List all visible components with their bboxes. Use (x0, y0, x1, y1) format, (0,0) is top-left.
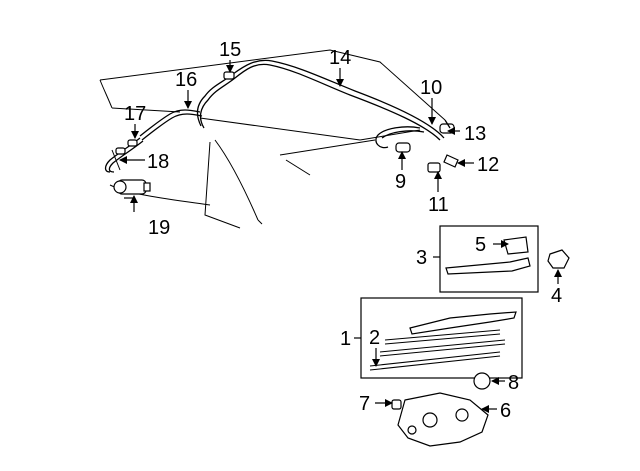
bolt-7 (391, 399, 402, 410)
callout-15: 15 (219, 39, 241, 61)
callout-14: 14 (329, 47, 351, 69)
callout-13: 13 (464, 123, 486, 145)
hose-connector-17 (127, 139, 138, 147)
nut-cap-4 (547, 249, 570, 269)
callout-11: 11 (428, 194, 449, 216)
callout-2: 2 (369, 327, 380, 349)
grommet-9 (395, 142, 411, 153)
nozzle-13 (439, 123, 455, 134)
callout-8: 8 (508, 372, 519, 394)
leader-lines (119, 60, 562, 413)
washer-hose-assembly (104, 59, 445, 173)
callout-19: 19 (148, 217, 170, 239)
callout-6: 6 (500, 400, 511, 422)
callout-10: 10 (420, 77, 442, 99)
hose-connector-18 (115, 147, 126, 155)
hose-joint-15 (223, 71, 235, 80)
callout-4: 4 (551, 285, 562, 307)
wiper-arm-box (439, 225, 539, 293)
rear-nozzle-area (375, 119, 459, 173)
clip-12 (443, 154, 459, 168)
callout-7: 7 (359, 393, 370, 415)
callout-17: 17 (124, 103, 146, 125)
callout-9: 9 (395, 171, 406, 193)
grommet-8 (473, 372, 491, 390)
callout-1: 1 (340, 328, 351, 350)
wiper-blade-box (360, 297, 523, 379)
wiper-motor-6 (397, 392, 489, 447)
washer-pump-19 (113, 179, 151, 199)
callout-16: 16 (175, 69, 197, 91)
arm-cover-5 (503, 236, 529, 255)
callout-18: 18 (147, 151, 169, 173)
callout-labels: 15 14 16 17 18 19 10 13 12 11 9 5 3 4 1 … (124, 39, 562, 422)
callout-12: 12 (477, 154, 499, 176)
clip-11 (427, 162, 441, 173)
vehicle-body-outline (99, 49, 446, 229)
callout-3: 3 (416, 247, 427, 269)
callout-5: 5 (475, 234, 486, 256)
